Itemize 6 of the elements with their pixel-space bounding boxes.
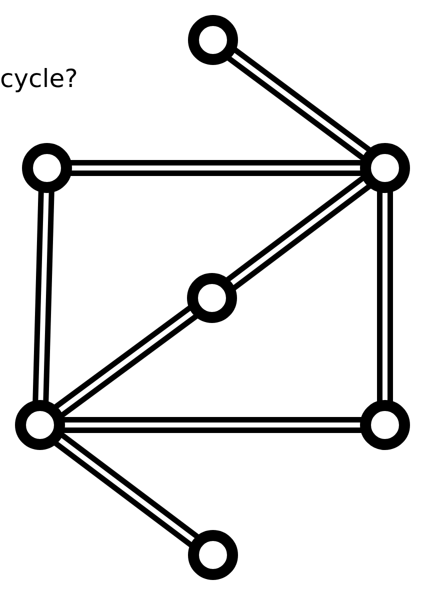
graph-vertex [188, 15, 238, 65]
graph-vertex [187, 273, 237, 323]
graph-vertex [188, 530, 238, 580]
graph-vertex [15, 400, 65, 450]
graph-vertex [360, 143, 410, 193]
question-text: cycle? [0, 64, 78, 93]
